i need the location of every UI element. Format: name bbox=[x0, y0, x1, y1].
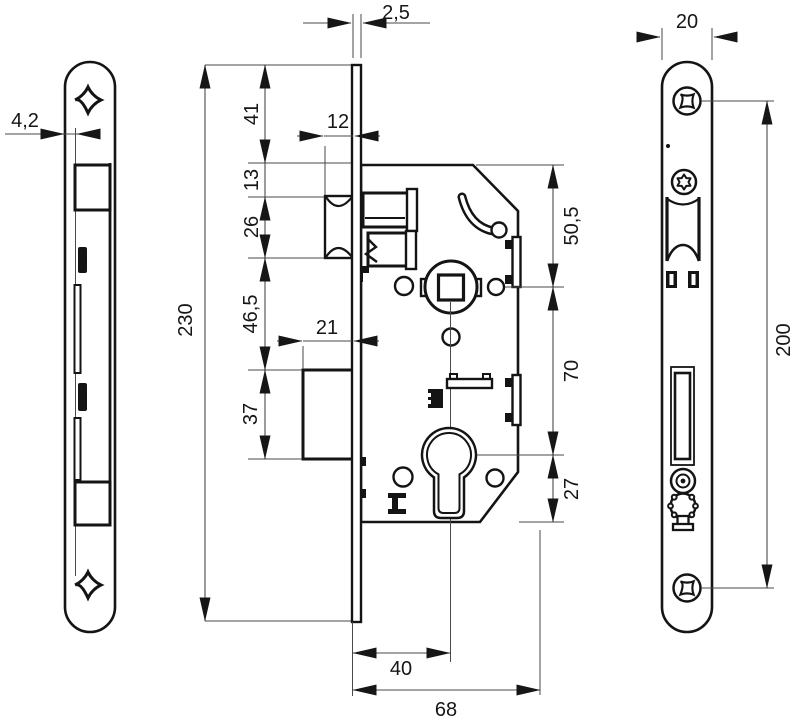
dim-label: 21 bbox=[316, 317, 338, 339]
phillips-screw-hole-top bbox=[672, 86, 702, 116]
deadbolt bbox=[301, 368, 355, 461]
dim-label: 20 bbox=[676, 11, 698, 33]
screw-post bbox=[392, 466, 414, 488]
dim-label: 70 bbox=[561, 360, 583, 382]
dim-faceplate-length: 230 bbox=[175, 64, 351, 622]
pin-mark bbox=[666, 144, 670, 148]
dim-left-stack: 41 13 26 46,5 37 bbox=[240, 64, 351, 460]
strike-plate-outline bbox=[63, 60, 117, 634]
lower-box-cutout bbox=[73, 480, 112, 527]
faceplate-outline bbox=[660, 60, 714, 634]
euro-cylinder bbox=[420, 426, 478, 520]
latch-bolt-housing bbox=[323, 194, 355, 260]
phillips-screw-hole-bottom bbox=[672, 573, 702, 603]
dim-label: 68 bbox=[435, 699, 457, 721]
dim-backset: 40 bbox=[352, 622, 451, 696]
dim-label: 50,5 bbox=[561, 207, 583, 246]
screw-post bbox=[486, 277, 506, 297]
dim-label: 41 bbox=[241, 103, 263, 125]
latch-block-cap-upper bbox=[405, 187, 419, 233]
dim-label: 200 bbox=[773, 323, 795, 356]
dim-right-stack: 50,5 70 27 bbox=[476, 164, 583, 523]
dim-label: 27 bbox=[561, 478, 583, 500]
hook-lever bbox=[457, 192, 508, 239]
slot-upper bbox=[78, 247, 87, 273]
dim-deadbolt-box-width: 21 bbox=[277, 317, 379, 369]
strike-plate-side-view bbox=[63, 60, 117, 634]
slot-lower bbox=[73, 417, 82, 481]
hook-pin bbox=[490, 221, 508, 239]
dim-latch-box-width: 12 bbox=[297, 111, 380, 195]
latch-block-cap-lower bbox=[404, 229, 418, 271]
slot-middle bbox=[78, 383, 87, 411]
latch-box-cutout bbox=[73, 163, 112, 212]
latch-spring bbox=[363, 237, 378, 263]
torx-screw-hole bbox=[670, 168, 698, 196]
dim-faceplate-width: 20 bbox=[636, 11, 738, 60]
dim-faceplate-thickness: 2,5 bbox=[303, 2, 430, 58]
dim-label: 26 bbox=[241, 216, 263, 238]
dim-label: 2,5 bbox=[382, 2, 410, 24]
dim-label: 4,2 bbox=[11, 110, 39, 132]
lever-bar bbox=[445, 373, 494, 390]
screw-post bbox=[485, 468, 505, 488]
latch-opening bbox=[665, 197, 701, 262]
dim-label: 46,5 bbox=[240, 295, 262, 334]
latch-bolt-face bbox=[665, 243, 701, 262]
dim-label: 13 bbox=[241, 169, 263, 191]
spindle-square-hole bbox=[436, 273, 466, 302]
rear-clip-lower bbox=[505, 373, 522, 427]
dim-case-depth: 68 bbox=[352, 530, 541, 721]
dim-screw-spacing: 200 bbox=[701, 100, 795, 589]
faceplate-front-view bbox=[660, 60, 714, 634]
dim-label: 230 bbox=[175, 303, 197, 336]
deadbolt-opening bbox=[670, 366, 695, 466]
slot-long bbox=[73, 284, 82, 374]
lock-case-side-view bbox=[301, 63, 522, 662]
dimension-annotations: 4,2 2,5 12 230 bbox=[5, 2, 795, 721]
faceplate-edge bbox=[350, 63, 363, 624]
dim-label: 12 bbox=[327, 111, 349, 133]
stop-piece bbox=[427, 389, 443, 408]
dim-label: 40 bbox=[390, 658, 412, 680]
screw-post bbox=[393, 275, 415, 297]
spindle-follower bbox=[419, 259, 483, 315]
dim-plate-thickness: 4,2 bbox=[5, 110, 101, 140]
latch-block-upper bbox=[361, 191, 411, 229]
dim-label: 37 bbox=[240, 403, 262, 425]
latch-guide-holes bbox=[666, 271, 699, 288]
bracket-piece bbox=[388, 493, 406, 514]
adjuster-screw bbox=[669, 467, 697, 495]
cylinder-profile-hole bbox=[667, 492, 699, 532]
